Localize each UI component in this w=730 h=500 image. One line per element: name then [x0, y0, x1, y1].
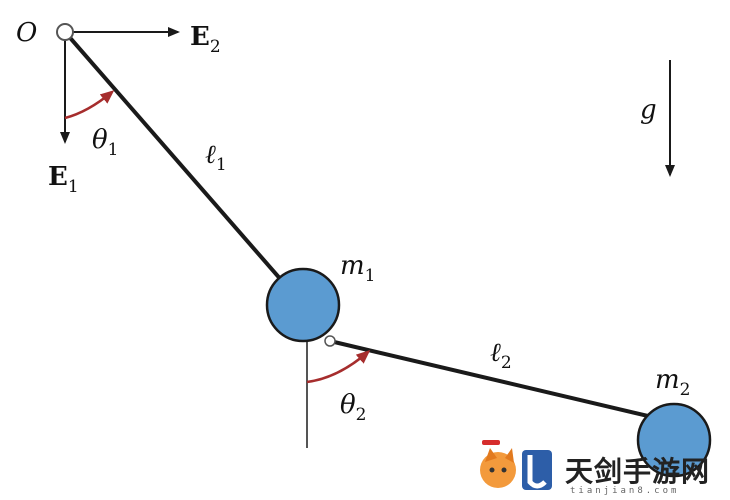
- m1-label: m1: [340, 251, 376, 286]
- mass-1: [265, 267, 341, 343]
- origin-label: O: [16, 18, 38, 48]
- rod-1: [63, 30, 305, 307]
- watermark-title: 天剑手游网: [565, 455, 711, 488]
- joint-m1: [324, 335, 336, 347]
- l2-label: ℓ2: [490, 338, 512, 373]
- theta2-label: θ2: [340, 390, 367, 425]
- rod-2: [329, 339, 666, 422]
- e2-label: E2: [190, 22, 221, 57]
- mass-2: [636, 402, 712, 478]
- e1-label: E1: [48, 162, 79, 197]
- theta1-label: θ1: [92, 125, 119, 160]
- watermark: 天剑手游网 tianjian8.com: [470, 440, 730, 500]
- theta2-arc: [306, 350, 371, 384]
- m2-label: m2: [655, 365, 691, 400]
- watermark-logo-icon: [480, 440, 552, 490]
- pivot-origin: [56, 23, 74, 41]
- watermark-url: tianjian8.com: [570, 486, 680, 496]
- gravity-label: g: [640, 95, 657, 125]
- l1-label: ℓ1: [205, 140, 227, 175]
- theta1-arc: [64, 90, 115, 120]
